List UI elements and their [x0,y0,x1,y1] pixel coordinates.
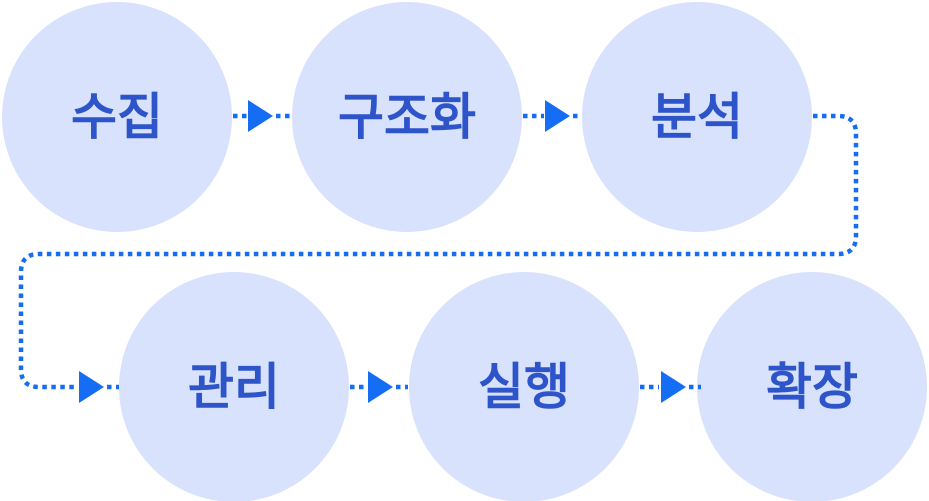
step-circle-structure [292,2,522,232]
step-node-collect: 수집 [2,2,232,232]
step-label-manage: 관리 [188,359,280,415]
flow-arrow-execute-expand [640,371,701,403]
step-node-structure: 구조화 [292,2,522,232]
step-label-execute: 실행 [478,359,570,415]
step-label-structure: 구조화 [338,89,476,145]
step-circle-collect [2,2,232,232]
loop-connector-path [18,113,859,390]
step-label-analyze: 분석 [651,89,743,145]
step-node-analyze: 분석 [582,2,812,232]
step-circle-manage [119,272,349,501]
arrowhead-icon [661,371,686,403]
arrowhead-icon [545,100,570,132]
step-label-expand: 확장 [766,359,858,415]
step-node-execute: 실행 [409,272,639,501]
step-circle-analyze [582,2,812,232]
step-circle-expand [697,272,927,501]
arrowhead-icon [79,371,104,403]
arrowhead-icon [368,371,393,403]
flow-arrow-collect-structure [233,100,291,132]
flow-arrow-structure-analyze [523,100,581,132]
arrowhead-icon [248,100,273,132]
flow-loop-analyze-manage [18,113,859,403]
flow-arrow-manage-execute [350,371,408,403]
step-label-collect: 수집 [71,89,163,145]
step-node-expand: 확장 [697,272,927,501]
step-circle-execute [409,272,639,501]
step-node-manage: 관리 [119,272,349,501]
